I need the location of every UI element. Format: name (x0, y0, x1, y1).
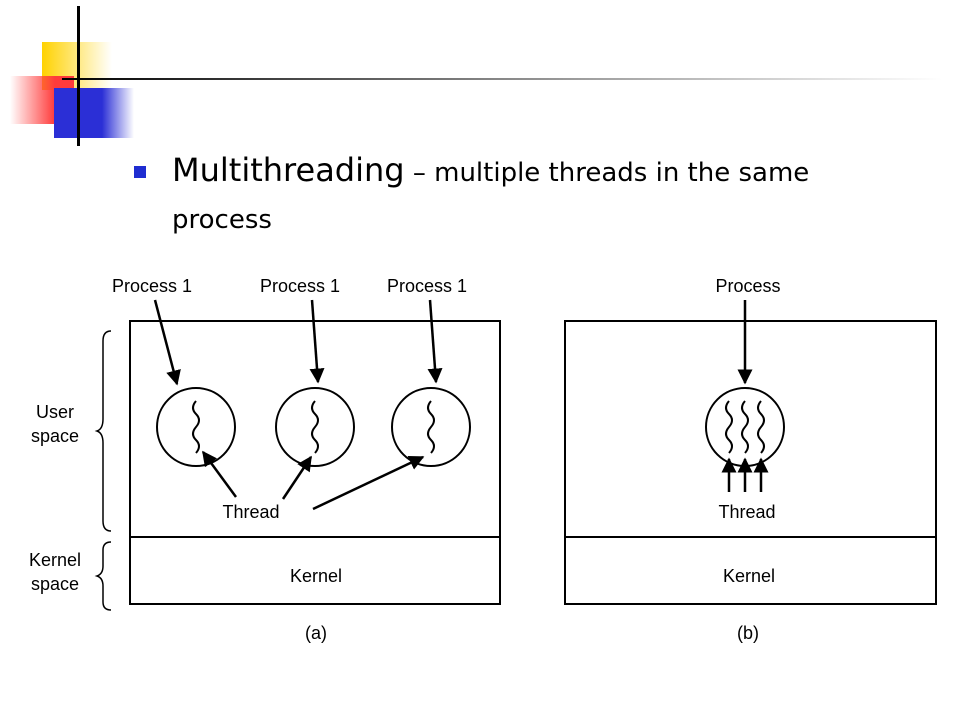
thread-arrow-a3 (312, 455, 425, 511)
process-label-a3: Process 1 (387, 276, 467, 296)
process-label-b: Process (715, 276, 780, 296)
diagram-b: Process Thread Kernel (b) (564, 276, 937, 643)
bullet-definition: multiple threads in the same process (172, 158, 810, 235)
process-label-a1: Process 1 (112, 276, 192, 296)
thread-squiggle-b3 (757, 400, 765, 454)
bullet-dash: – (404, 158, 435, 188)
slide-corner-decoration (10, 6, 942, 146)
kernel-box-b (564, 536, 937, 605)
deco-vertical-line (77, 6, 80, 146)
process-label-a2: Process 1 (260, 276, 340, 296)
kernel-label-a: Kernel (290, 566, 342, 586)
caption-a: (a) (305, 623, 327, 643)
caption-b: (b) (737, 623, 759, 643)
thread-squiggle-b2 (741, 400, 749, 454)
user-space-brace (94, 330, 112, 532)
kernel-space-label-line2: space (31, 574, 79, 594)
kernel-label-b: Kernel (723, 566, 775, 586)
thread-label-a: Thread (222, 502, 279, 522)
user-space-label-line1: User (36, 402, 74, 422)
thread-squiggle-a2 (311, 400, 319, 454)
deco-blue-square (54, 88, 134, 138)
thread-arrow-a1 (201, 450, 238, 498)
user-space-label-line2: space (31, 426, 79, 446)
thread-squiggle-a1 (192, 400, 200, 454)
kernel-box-a (129, 536, 501, 605)
bullet-term: Multithreading (172, 151, 405, 189)
process-arrow-a2 (309, 299, 325, 384)
thread-label-b: Thread (718, 502, 775, 522)
thread-arrow-a2 (281, 455, 313, 500)
process-arrow-a1 (153, 299, 181, 386)
thread-model-diagram: Process 1 Process 1 Process 1 Thread Ker… (29, 276, 937, 643)
process-arrow-a3 (427, 299, 443, 384)
diagram-a: Process 1 Process 1 Process 1 Thread Ker… (29, 276, 501, 643)
thread-squiggle-b1 (725, 400, 733, 454)
kernel-space-brace (94, 541, 112, 611)
bullet-text: Multithreading – multiple threads in the… (172, 148, 912, 245)
thread-squiggle-a3 (427, 400, 435, 454)
deco-horizontal-line (62, 78, 942, 80)
kernel-space-label-line1: Kernel (29, 550, 81, 570)
bullet-square-icon (134, 166, 146, 178)
